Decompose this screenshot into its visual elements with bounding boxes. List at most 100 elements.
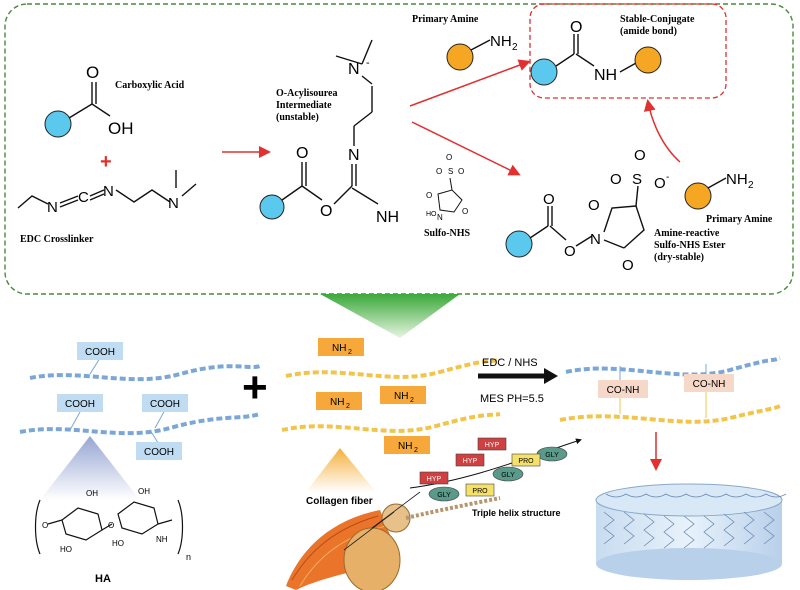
crosslinked-collagen-chain [559, 404, 781, 424]
primary-amine-right: NH 2 [684, 171, 754, 210]
primary-amine-top-label: Primary Amine [412, 14, 479, 25]
reaction-arrow-head [544, 368, 558, 384]
svg-text:O: O [446, 153, 452, 162]
intermediate-label-2: Intermediate [276, 100, 332, 111]
svg-text:O: O [634, 147, 646, 164]
svg-text:HYP: HYP [485, 442, 500, 449]
hyp-tag-1 [477, 437, 507, 451]
svg-text:2: 2 [414, 447, 418, 454]
edc-nhs-label: EDC / NHS [482, 357, 538, 369]
ha-structure: O O OH OH HO HO NH n [34, 487, 191, 562]
nh2-box-2 [316, 392, 362, 410]
carboxyl-hydroxyl: OH [108, 119, 134, 138]
cooh-box-1 [77, 342, 123, 360]
ha-subscript-n: n [186, 552, 191, 562]
svg-text:S: S [448, 167, 453, 176]
collagen-chain-2 [281, 412, 501, 433]
stable-conjugate-label-1: Stable-Conjugate [620, 14, 695, 25]
svg-text:HO: HO [426, 211, 437, 218]
svg-text:HYP: HYP [463, 458, 478, 465]
svg-text:2: 2 [512, 42, 518, 53]
svg-text:N: N [437, 213, 443, 222]
sulfo-nhs-structure: O S O O O O N HO [426, 153, 468, 222]
svg-text:2: 2 [348, 349, 352, 356]
plus-sign-red: + [100, 151, 112, 173]
svg-text:NH: NH [330, 397, 344, 408]
svg-text:COOH: COOH [144, 447, 174, 458]
arrow-amine-to-conjugate [643, 99, 681, 163]
svg-text:CO-NH: CO-NH [693, 379, 726, 390]
cooh-box-4 [136, 442, 182, 460]
svg-text:O: O [588, 197, 600, 214]
svg-text:COOH: COOH [85, 347, 115, 358]
svg-text:GLY: GLY [437, 492, 451, 499]
crosslinked-ha-chain [565, 356, 781, 377]
carboxyl-oxygen: O [86, 63, 99, 82]
svg-text:N: N [348, 61, 360, 78]
carboxylic-acid-structure: O OH [44, 63, 134, 138]
carboxylic-acid-label: Carboxylic Acid [115, 80, 185, 91]
svg-text:GLY: GLY [545, 452, 559, 459]
svg-text:-: - [666, 172, 669, 183]
svg-text:O: O [296, 145, 308, 162]
green-funnel [320, 294, 460, 338]
svg-text:NH: NH [394, 391, 408, 402]
sulfo-nhs-label: Sulfo-NHS [424, 228, 471, 239]
collagen-fiber-label: Collagen fiber [306, 496, 373, 507]
svg-text:N: N [168, 195, 179, 212]
ha-chain-1 [29, 364, 261, 382]
svg-text:PRO: PRO [518, 458, 534, 465]
svg-text:O: O [436, 167, 442, 176]
stable-conjugate-label-2: (amide bond) [620, 26, 677, 37]
cooh-box-3 [142, 394, 188, 412]
svg-text:NH: NH [376, 209, 399, 226]
conh-box-2 [684, 374, 734, 392]
svg-text:NH: NH [490, 33, 512, 50]
gly-tag-3 [428, 486, 460, 502]
cooh-box-2 [57, 394, 103, 412]
conh-box-1 [598, 380, 648, 398]
ester-label-1: Amine-reactive [654, 228, 720, 239]
svg-text:O: O [108, 521, 114, 530]
edc-label: EDC Crosslinker [20, 234, 94, 245]
hydrogel-scaffold [595, 483, 787, 580]
svg-text:N: N [47, 199, 58, 216]
collagen-chain-1 [285, 358, 501, 379]
svg-text:N: N [348, 147, 360, 164]
svg-text:2: 2 [346, 403, 350, 410]
collagen-zoom-cone [306, 448, 376, 492]
svg-text:OH: OH [138, 487, 150, 496]
primary-amine-right-label: Primary Amine [706, 214, 773, 225]
svg-text:O: O [458, 167, 464, 176]
big-plus-sign: + [242, 363, 268, 412]
pro-tag-1 [511, 453, 541, 467]
svg-text:2: 2 [410, 397, 414, 404]
o-acylisourea-structure: O O N N - NH [259, 39, 399, 226]
svg-text:NH: NH [398, 441, 412, 452]
svg-text:O: O [543, 191, 555, 208]
carboxylic-acid-sphere [44, 110, 72, 138]
svg-text:NH: NH [156, 535, 168, 544]
svg-text:-: - [366, 57, 370, 69]
svg-text:NH: NH [594, 67, 617, 84]
svg-text:HO: HO [112, 539, 124, 548]
svg-text:O: O [570, 19, 582, 36]
svg-text:PRO: PRO [472, 488, 488, 495]
pro-tag-2 [465, 483, 495, 497]
hyp-tag-2 [455, 453, 485, 467]
intermediate-label-3: (unstable) [276, 112, 319, 123]
svg-text:NH: NH [332, 343, 346, 354]
svg-text:COOH: COOH [150, 399, 180, 410]
svg-text:HO: HO [60, 545, 72, 554]
nh2-box-4 [384, 436, 430, 454]
ester-label-3: (dry-stable) [654, 252, 704, 263]
svg-text:O: O [42, 521, 48, 530]
svg-text:GLY: GLY [501, 472, 515, 479]
ha-label: HA [95, 573, 111, 585]
svg-text:O: O [564, 243, 576, 260]
svg-text:2: 2 [748, 180, 754, 191]
svg-text:N: N [590, 231, 601, 248]
helix-axis-arrow [409, 438, 582, 489]
arrow-to-stable-conjugate [409, 59, 531, 107]
